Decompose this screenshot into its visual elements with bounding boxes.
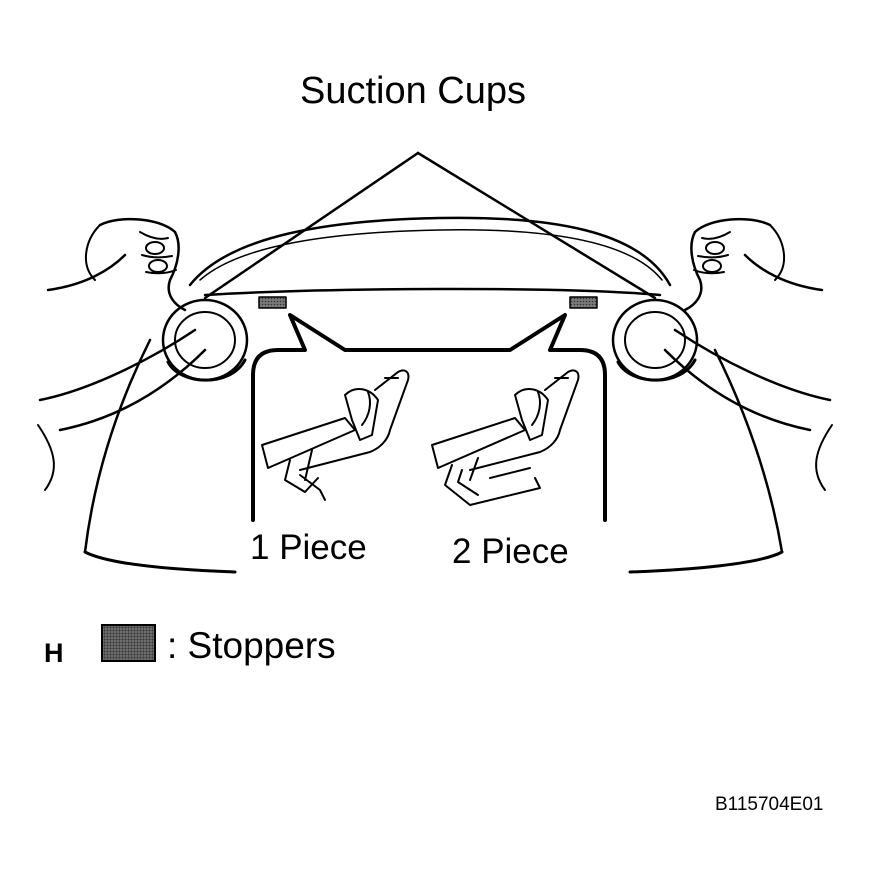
two-piece-clip-detail	[431, 369, 580, 506]
windshield-glass	[83, 216, 784, 574]
right-arm-hand	[663, 217, 833, 491]
one-piece-clip-detail	[261, 369, 410, 501]
stopper-right	[569, 296, 598, 309]
left-arm-hand	[37, 217, 207, 491]
stoppers-legend-label: : Stoppers	[167, 625, 336, 666]
suction-cups-callout-label: Suction Cups	[300, 70, 527, 112]
right-suction-cup	[611, 298, 699, 382]
view-letter-label: H	[44, 638, 64, 668]
two-piece-label: 2 Piece	[452, 532, 569, 571]
left-suction-cup	[161, 298, 249, 382]
stoppers-legend-swatch	[101, 624, 156, 662]
stopper-left	[258, 296, 287, 309]
figure-code-label: B115704E01	[715, 794, 824, 815]
one-piece-label: 1 Piece	[250, 528, 367, 567]
detail-callout-box	[251, 313, 607, 522]
suction-cup-leader-lines	[203, 151, 657, 300]
